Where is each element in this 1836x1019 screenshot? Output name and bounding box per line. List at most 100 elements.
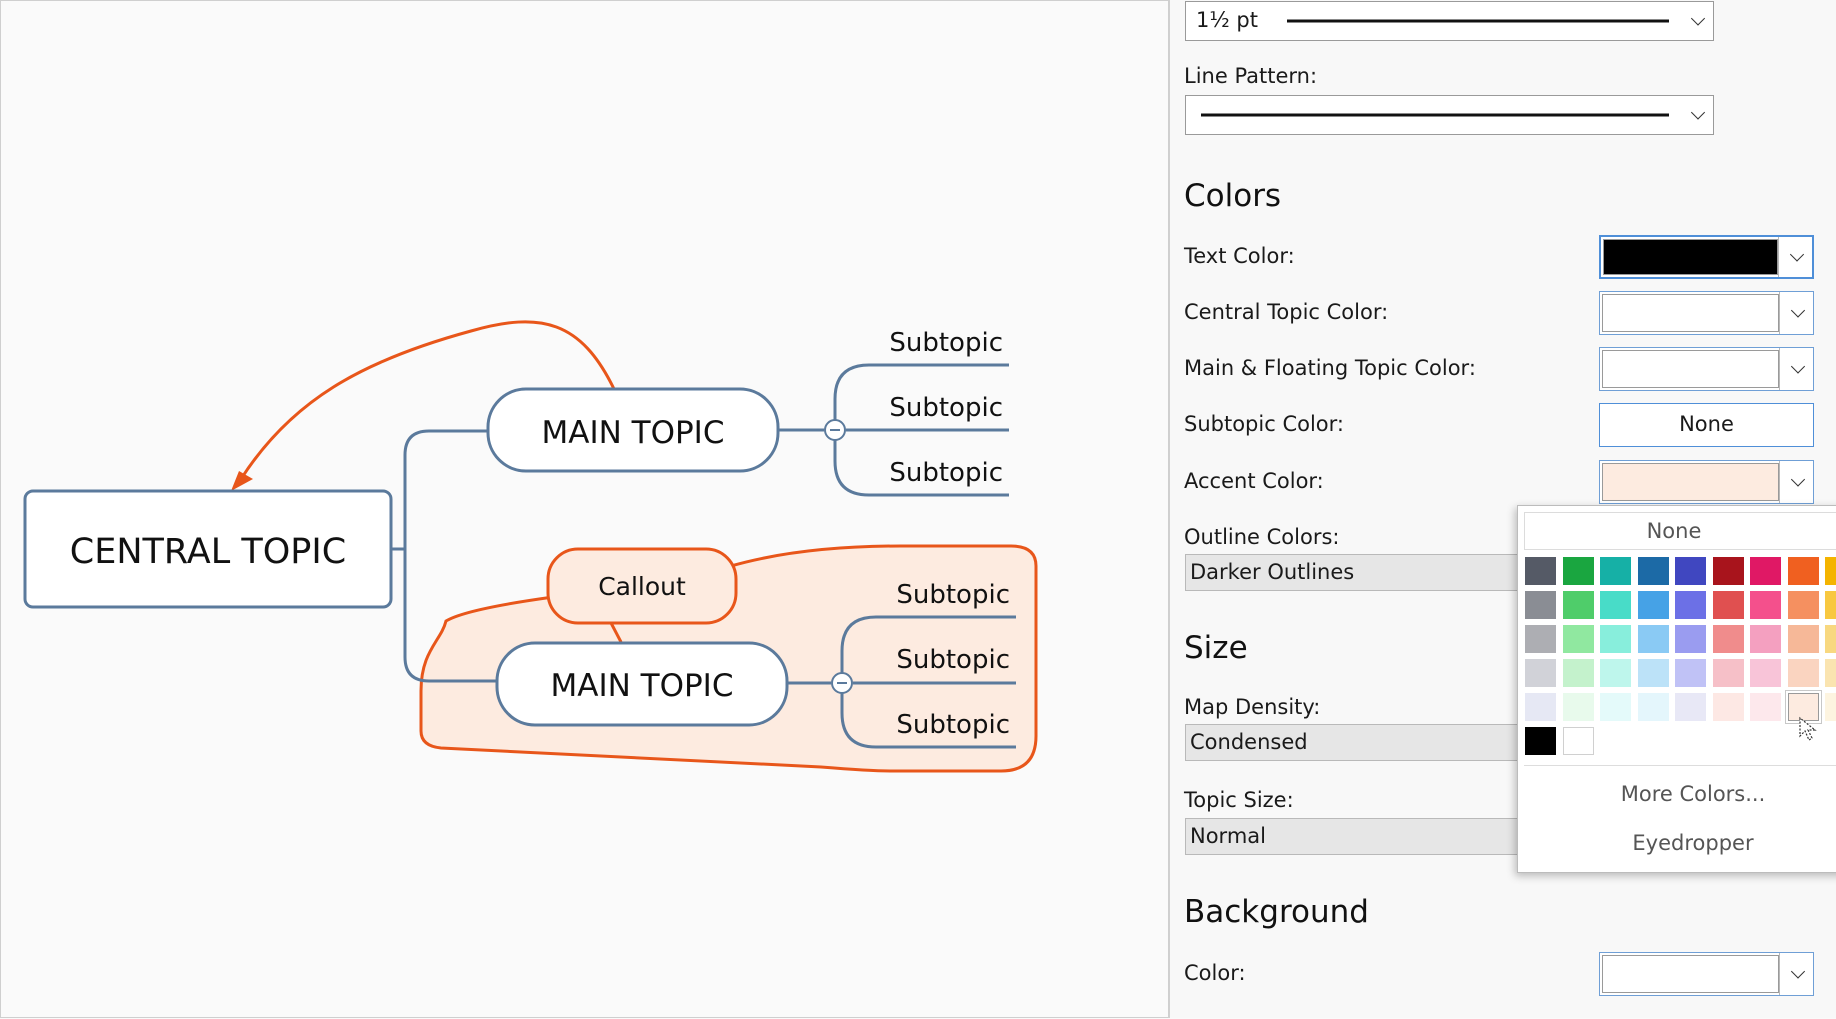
color-swatch-option[interactable] [1562,625,1594,653]
line-pattern-dropdown[interactable] [1185,95,1714,135]
color-swatch-option[interactable] [1750,591,1781,619]
color-swatch-option[interactable] [1525,693,1556,721]
color-swatch-option[interactable] [1675,659,1706,687]
chevron-down-icon [1789,247,1805,262]
subtopic-label[interactable]: Subtopic [889,328,1003,358]
color-swatch-option[interactable] [1637,693,1669,721]
subtopic-label[interactable]: Subtopic [896,645,1010,675]
mind-map[interactable]: Callout CENTRAL TOPIC MAIN TOPIC MAIN TO… [1,1,1170,1019]
map-canvas[interactable]: Callout CENTRAL TOPIC MAIN TOPIC MAIN TO… [0,0,1169,1018]
color-swatch-option[interactable] [1787,659,1819,687]
line-pattern-preview [1201,113,1669,117]
chevron-down-icon [1690,105,1706,120]
line-width-dropdown[interactable]: 1½ pt [1185,1,1714,41]
color-swatch-option[interactable] [1750,693,1781,721]
color-swatch-option[interactable] [1562,591,1594,619]
color-swatch-option[interactable] [1600,659,1631,687]
text-color-picker[interactable] [1599,235,1814,279]
color-swatch-option[interactable] [1562,557,1594,585]
eyedropper-option[interactable]: Eyedropper [1632,831,1754,855]
size-heading: Size [1184,630,1248,666]
color-swatch-option[interactable] [1712,557,1744,585]
color-palette-popup: None More Colors... Eyedropper [1517,505,1836,873]
color-swatch-option[interactable] [1787,591,1819,619]
chevron-down-icon [1790,359,1806,374]
mouse-cursor-icon [1799,716,1817,741]
subtopic-label[interactable]: Subtopic [889,393,1003,423]
central-topic[interactable] [23,489,393,609]
central-topic-color-label: Central Topic Color: [1184,300,1389,324]
color-dropdown-button[interactable] [1779,292,1813,334]
subtopic-label[interactable]: Subtopic [896,710,1010,740]
chevron-down-icon [1790,303,1806,318]
color-swatch-option[interactable] [1600,591,1631,619]
color-swatch-option[interactable] [1825,557,1836,585]
color-swatch-option[interactable] [1600,625,1631,653]
more-colors-option[interactable]: More Colors... [1620,782,1766,806]
color-dropdown-button[interactable] [1779,348,1813,390]
color-swatch-option[interactable] [1825,659,1836,687]
color-swatch-option[interactable] [1825,591,1836,619]
color-dropdown-button[interactable] [1779,461,1813,503]
map-density-label: Map Density: [1184,695,1321,719]
chevron-down-icon [1790,472,1806,487]
color-swatch-option[interactable] [1525,625,1556,653]
color-swatch-option[interactable] [1712,659,1744,687]
main-floating-color-picker[interactable] [1599,347,1814,391]
callout-topic[interactable] [546,547,738,625]
color-swatch [1602,294,1779,332]
color-swatch-option[interactable] [1562,727,1594,755]
line-width-value: 1½ pt [1196,8,1258,32]
color-swatch-option[interactable] [1525,659,1556,687]
background-color-label: Color: [1184,961,1246,985]
color-swatch-option[interactable] [1750,659,1781,687]
color-swatch-option[interactable] [1525,727,1556,755]
color-swatch-option[interactable] [1637,625,1669,653]
color-swatch-option[interactable] [1525,557,1556,585]
color-swatch-option[interactable] [1600,557,1631,585]
color-swatch-option[interactable] [1712,693,1744,721]
color-dropdown-button[interactable] [1778,237,1812,277]
color-swatch-option[interactable] [1750,625,1781,653]
accent-color-picker[interactable] [1599,460,1814,504]
color-swatch-option[interactable] [1712,625,1744,653]
color-swatch-option[interactable] [1675,693,1706,721]
background-color-picker[interactable] [1599,952,1814,996]
color-swatch-option[interactable] [1787,557,1819,585]
color-swatch-option[interactable] [1525,591,1556,619]
topic-size-label: Topic Size: [1184,788,1294,812]
color-swatch-option[interactable] [1637,557,1669,585]
color-swatch [1602,463,1779,501]
main-floating-color-label: Main & Floating Topic Color: [1184,356,1476,380]
color-swatch-option[interactable] [1637,659,1669,687]
color-swatch-option[interactable] [1675,557,1706,585]
color-swatch-option[interactable] [1675,625,1706,653]
central-topic-label: CENTRAL TOPIC [70,532,346,572]
subtopic-color-none-button[interactable]: None [1599,403,1814,447]
line-pattern-label: Line Pattern: [1184,64,1318,88]
color-swatch-option[interactable] [1637,591,1669,619]
color-swatch-option[interactable] [1712,591,1744,619]
subtopic-label[interactable]: Subtopic [896,580,1010,610]
color-swatch-option[interactable] [1787,625,1819,653]
color-swatch-option[interactable] [1825,625,1836,653]
relationship-line[interactable] [239,320,616,480]
outline-colors-label: Outline Colors: [1184,525,1340,549]
color-swatch-option[interactable] [1562,659,1594,687]
color-swatch [1602,350,1779,388]
color-swatch-option[interactable] [1825,693,1836,721]
line-width-preview [1287,19,1669,23]
main-topic-2-label: MAIN TOPIC [551,668,734,704]
central-topic-color-picker[interactable] [1599,291,1814,335]
color-swatch-option[interactable] [1750,557,1781,585]
color-swatch-option[interactable] [1562,693,1594,721]
no-color-option[interactable]: None [1524,512,1836,550]
color-swatch-option[interactable] [1675,591,1706,619]
chevron-down-icon [1790,964,1806,979]
color-dropdown-button[interactable] [1779,953,1813,995]
main-topic-1-label: MAIN TOPIC [542,415,725,451]
color-swatch-option[interactable] [1787,693,1819,721]
subtopic-label[interactable]: Subtopic [889,458,1003,488]
color-swatch-option[interactable] [1600,693,1631,721]
color-swatch [1602,955,1779,993]
